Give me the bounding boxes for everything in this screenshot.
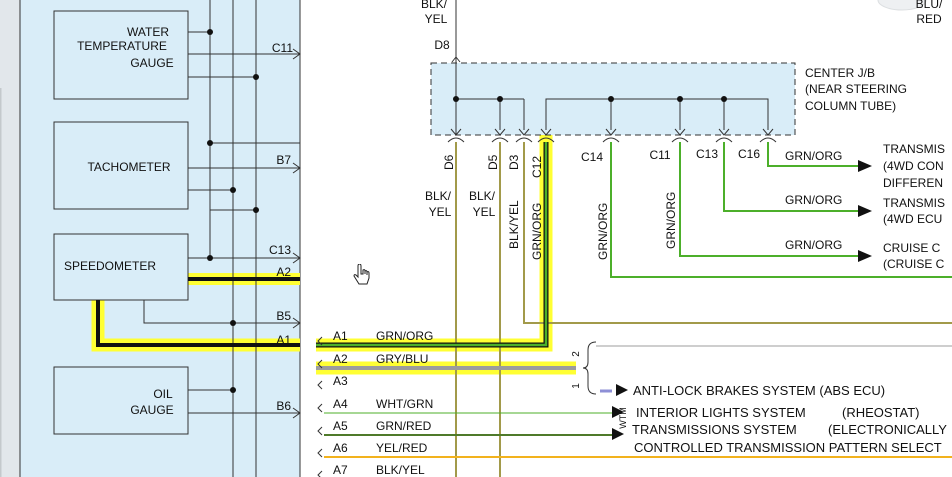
water-temperature-gauge-box — [53, 10, 189, 100]
destination-texts: ANTI-LOCK BRAKES SYSTEM (ABS ECU) INTERI… — [632, 383, 947, 455]
right-wire-1-label: GRN/ORG — [785, 149, 842, 163]
dest-interior: INTERIOR LIGHTS SYSTEM — [636, 405, 806, 420]
jb-pin-c13: C13 — [696, 147, 718, 161]
row-a6-color: YEL/RED — [376, 441, 428, 455]
highlighted-connector-wires — [316, 142, 952, 370]
jb-pin-d5: D5 — [486, 154, 500, 170]
jb-pin-d8: D8 — [434, 38, 450, 52]
water-gauge-line1: WATER — [127, 25, 169, 39]
wire-d5-line1: BLK/ — [469, 189, 496, 203]
dest-trans: TRANSMISSIONS SYSTEM — [632, 422, 797, 437]
wire-d6-line1: BLK/ — [425, 189, 452, 203]
dest-1-line2: (4WD CON — [883, 159, 944, 173]
jb-output-wires — [455, 142, 952, 477]
jb-title-line1: CENTER J/B — [805, 66, 875, 80]
speedometer-box — [53, 233, 189, 301]
jb-pin-c16: C16 — [738, 147, 760, 161]
row-a5-color: GRN/RED — [376, 419, 432, 433]
dest-1-line3: DIFFEREN — [883, 176, 943, 190]
top-right-wire-line1: BLU/ — [916, 0, 943, 11]
oil-gauge-line2: GAUGE — [130, 403, 173, 417]
pin-b6-label: B6 — [276, 399, 291, 413]
wire-c11-label: GRN/ORG — [664, 192, 678, 249]
row-a4-color: WHT/GRN — [376, 397, 433, 411]
oil-gauge-line1: OIL — [153, 387, 173, 401]
wire-d5-line2: YEL — [473, 205, 496, 219]
wire-d3-label: BLK/YEL — [507, 200, 521, 249]
top-right-wire-line2: RED — [916, 12, 942, 26]
gauge-boxes — [53, 10, 189, 435]
oil-gauge-box — [53, 366, 189, 435]
top-left-wire-line2: YEL — [425, 12, 448, 26]
dest-2-line2: (4WD ECU — [883, 212, 942, 226]
connector-rows: A1 GRN/ORG A2 GRY/BLU A3 A4 WHT/GRN A5 G… — [333, 329, 433, 477]
jb-junction-dots — [453, 96, 727, 102]
pin-a1-label: A1 — [276, 333, 291, 347]
hand-cursor-icon — [353, 264, 370, 285]
dest-3-line1: CRUISE C — [883, 241, 941, 255]
row-a2-color: GRY/BLU — [376, 352, 428, 366]
row-a5-pin: A5 — [333, 419, 348, 433]
right-arrowheads — [858, 160, 872, 262]
row-a2-pin: A2 — [333, 352, 348, 366]
jb-pin-c14: C14 — [581, 150, 603, 164]
jb-connector-arrows — [447, 128, 777, 143]
dest-1-line1: TRANSMIS — [883, 142, 945, 156]
dest-3-line2: (CRUISE C — [883, 257, 945, 271]
highlighted-cluster-wires — [96, 277, 300, 347]
destination-arrowheads — [612, 384, 628, 440]
right-wire-2-label: GRN/ORG — [785, 193, 842, 207]
cluster-junction-dots — [207, 29, 259, 393]
row-a1-color: GRN/ORG — [376, 329, 433, 343]
jb-title-line3: COLUMN TUBE) — [805, 99, 896, 113]
jb-title-line2: (NEAR STEERING — [805, 82, 907, 96]
pin-c13-label: C13 — [269, 243, 291, 257]
water-gauge-line3: GAUGE — [130, 56, 173, 70]
dest-abs: ANTI-LOCK BRAKES SYSTEM (ABS ECU) — [633, 383, 885, 398]
top-left-wire-line1: BLK/ — [421, 0, 448, 11]
jb-pin-d3: D3 — [507, 154, 521, 170]
pin-c11-label: C11 — [272, 41, 293, 55]
jb-internal-wiring — [451, 0, 769, 135]
wire-c12-label: GRN/ORG — [530, 203, 544, 260]
right-wire-3-label: GRN/ORG — [785, 238, 842, 252]
wire-d6-line2: YEL — [429, 205, 452, 219]
brace-number-bottom: 1 — [571, 383, 582, 389]
jb-pin-d6: D6 — [442, 154, 456, 170]
dest-controlled: CONTROLLED TRANSMISSION PATTERN SELECT — [634, 440, 942, 455]
row-a7-color: BLK/YEL — [376, 463, 425, 477]
pin-b7-label: B7 — [276, 153, 291, 167]
cluster-pin-labels: C11 B7 C13 A2 B5 A1 B6 — [269, 41, 293, 413]
wire-c14-label: GRN/ORG — [596, 203, 610, 260]
row-a4-pin: A4 — [333, 397, 348, 411]
wtm-label: WTM — [618, 407, 628, 429]
tachometer-box — [53, 121, 189, 210]
brace-number-top: 2 — [571, 351, 582, 357]
connector-lower-wires — [324, 389, 952, 458]
cluster-wiring — [143, 0, 300, 477]
dest-electronically: (ELECTRONICALLY — [828, 422, 947, 437]
row-a1-pin: A1 — [333, 329, 348, 343]
cluster-output-arrows — [292, 48, 301, 419]
jb-pin-c11: C11 — [649, 148, 670, 162]
water-gauge-line2: TEMPERATURE — [77, 39, 167, 53]
dest-2-line1: TRANSMIS — [883, 196, 945, 210]
dest-rheostat: (RHEOSTAT) — [842, 405, 920, 420]
row-a7-pin: A7 — [333, 463, 348, 477]
left-margin — [0, 0, 20, 477]
tachometer-label: TACHOMETER — [87, 160, 170, 174]
row-a6-pin: A6 — [333, 441, 348, 455]
connector-brackets — [317, 336, 597, 477]
row-a3-pin: A3 — [333, 374, 348, 388]
pin-b5-label: B5 — [276, 309, 291, 323]
speedometer-label: SPEEDOMETER — [64, 259, 156, 273]
pin-a2-label: A2 — [276, 265, 291, 279]
jb-pin-c12: C12 — [530, 156, 544, 178]
